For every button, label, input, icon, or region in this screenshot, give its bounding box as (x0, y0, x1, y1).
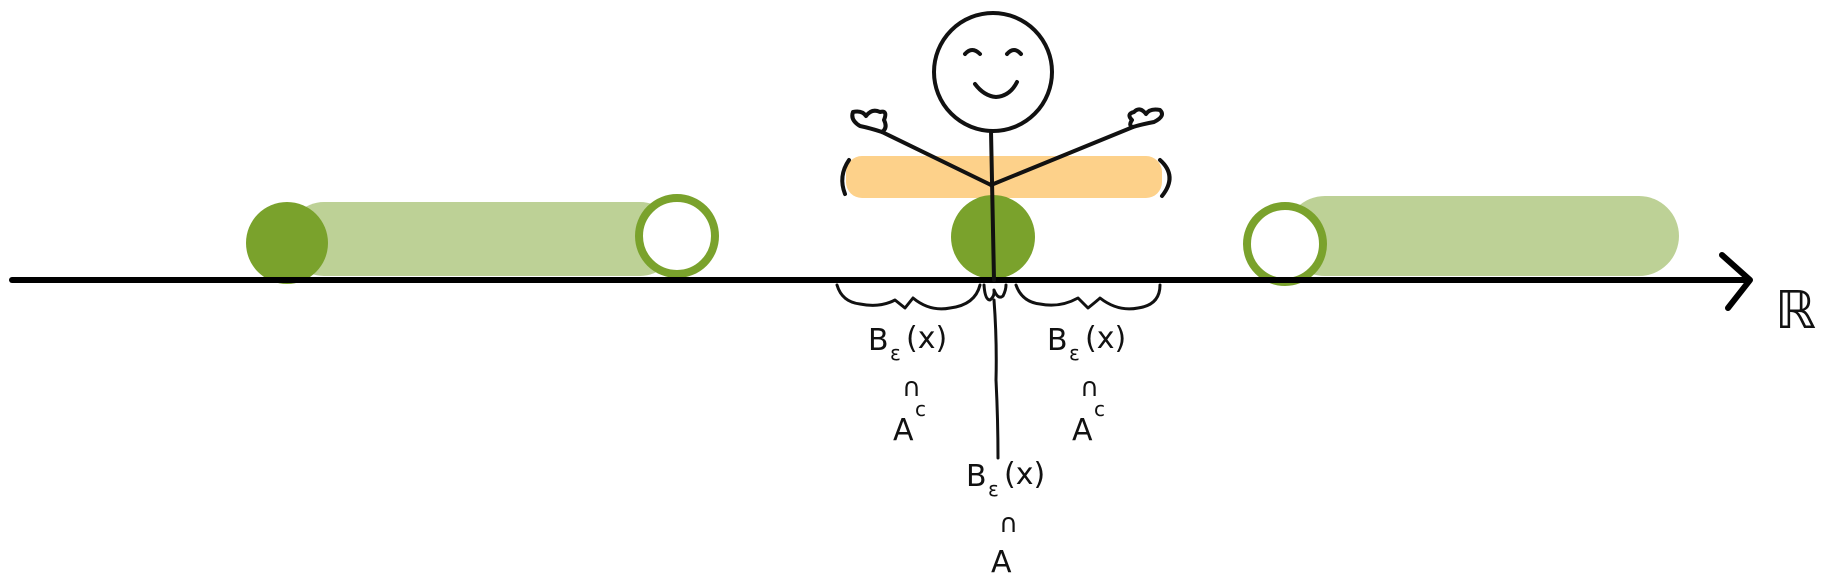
axis-arrowhead (1719, 252, 1753, 311)
left-interval-bar (287, 202, 677, 276)
left-open-endpoint (635, 194, 719, 278)
figure-left-arm (880, 130, 993, 187)
left-closed-endpoint (246, 202, 328, 284)
left-label-cap: ∩ (902, 373, 921, 403)
right-label-sup: c (1094, 397, 1105, 421)
right-interval-bar (1285, 196, 1679, 276)
right-label-cap: ∩ (1080, 373, 1099, 403)
right-label-B: B (1047, 323, 1068, 358)
right-label-A: A (1072, 413, 1093, 448)
epsilon-ball-right-bracket (1158, 158, 1172, 198)
right-brace (1014, 283, 1162, 311)
center-label-x: (x) (1004, 457, 1045, 492)
figure-right-hand (1127, 107, 1164, 129)
figure-head (932, 11, 1054, 133)
figure-smile (973, 80, 1019, 99)
left-label-eps: ε (890, 341, 901, 365)
epsilon-ball-left-bracket (840, 158, 851, 196)
right-label-eps: ε (1069, 341, 1080, 365)
real-axis: ℝ (9, 252, 1816, 341)
stick-figure (850, 11, 1164, 282)
figure-right-arm (989, 125, 1135, 187)
left-label-A: A (893, 413, 914, 448)
axis-label: ℝ (1775, 281, 1816, 341)
center-ball-label: B ε (x) ∩ A (966, 457, 1045, 580)
left-interval (246, 194, 719, 284)
right-label-x: (x) (1085, 321, 1126, 356)
right-ball-label: B ε (x) ∩ A c (1047, 321, 1126, 448)
figure-right-eye (1005, 48, 1023, 56)
left-ball-label: B ε (x) ∩ A c (868, 321, 947, 448)
left-label-B: B (868, 323, 889, 358)
left-label-sup: c (915, 397, 926, 421)
figure-left-hand (850, 108, 888, 134)
figure-body (989, 129, 996, 282)
epsilon-ball-band (840, 156, 1172, 198)
center-brace (982, 283, 1008, 302)
center-label-cap: ∩ (999, 509, 1018, 539)
figure-left-eye (963, 48, 982, 56)
epsilon-ball-fill (846, 156, 1162, 198)
center-label-B: B (966, 459, 987, 494)
braces (835, 283, 1162, 460)
center-leader-line (992, 298, 1000, 460)
left-brace (835, 283, 982, 311)
left-label-x: (x) (906, 321, 947, 356)
center-label-eps: ε (988, 477, 999, 501)
center-label-A: A (991, 545, 1012, 580)
right-open-endpoint (1243, 202, 1327, 286)
right-interval (1243, 196, 1679, 286)
